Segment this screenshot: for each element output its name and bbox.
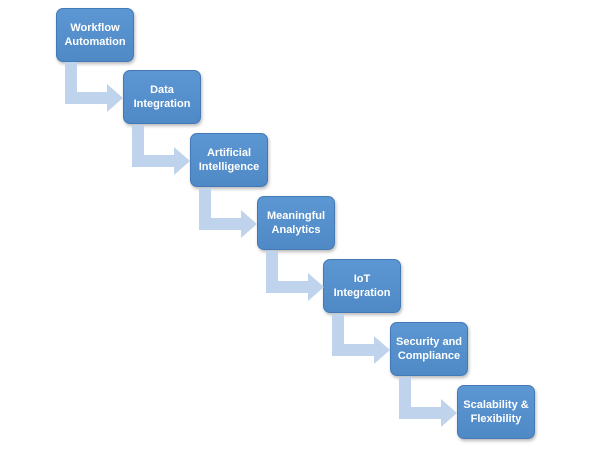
step-box-iot-integration: IoT Integration: [323, 259, 401, 313]
bent-arrow-icon: [399, 377, 457, 427]
step-box-workflow-automation: Workflow Automation: [56, 8, 134, 62]
bent-arrow-icon: [132, 125, 190, 175]
bent-arrow-icon: [266, 251, 324, 301]
step-box-security-and-compliance: Security and Compliance: [390, 322, 468, 376]
step-box-meaningful-analytics: Meaningful Analytics: [257, 196, 335, 250]
step-box-data-integration: Data Integration: [123, 70, 201, 124]
bent-arrow-icon: [199, 188, 257, 238]
step-box-scalability-and-flexibility: Scalability & Flexibility: [457, 385, 535, 439]
bent-arrow-icon: [332, 314, 390, 364]
step-box-artificial-intelligence: Artificial Intelligence: [190, 133, 268, 187]
bent-arrow-icon: [65, 62, 123, 112]
